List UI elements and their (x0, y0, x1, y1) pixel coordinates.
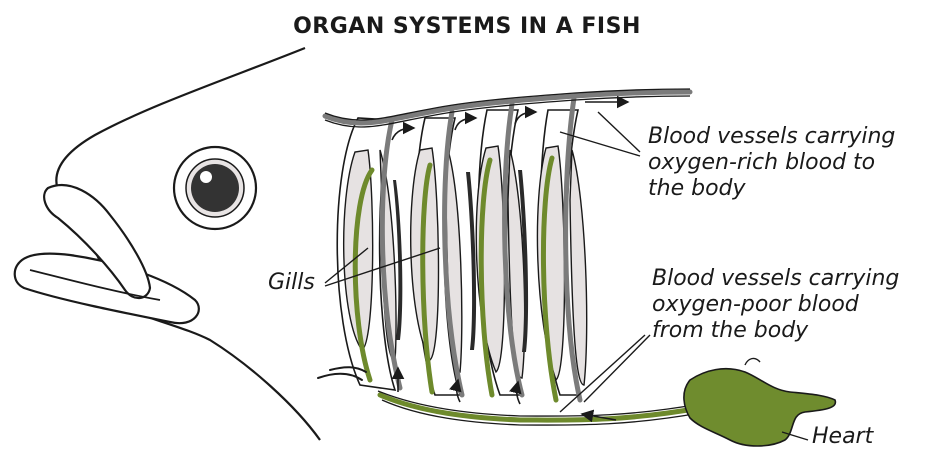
label-gills-text: Gills (268, 270, 315, 296)
arrow-top-3 (515, 112, 536, 124)
label-oxygen-poor-line-3: from the body (652, 318, 899, 344)
label-heart-text: Heart (812, 424, 873, 450)
eye-highlight (200, 171, 212, 183)
label-oxygen-rich-line-3: the body (648, 176, 895, 202)
label-oxygen-poor-line-2: oxygen-poor blood (652, 292, 899, 318)
leader-oxygen-poor-2 (584, 335, 650, 402)
label-gills: Gills (268, 270, 315, 296)
diagram-title: ORGAN SYSTEMS IN A FISH (0, 14, 934, 39)
arrow-top-2 (455, 118, 476, 130)
label-oxygen-poor-vessels: Blood vessels carrying oxygen-poor blood… (652, 266, 899, 344)
arrow-top-1 (392, 128, 414, 140)
label-oxygen-poor-line-1: Blood vessels carrying (652, 266, 899, 292)
label-heart: Heart (812, 424, 873, 450)
label-oxygen-rich-line-2: oxygen-rich blood to (648, 150, 895, 176)
label-oxygen-rich-vessels: Blood vessels carrying oxygen-rich blood… (648, 124, 895, 202)
eye-pupil (191, 164, 239, 212)
label-oxygen-rich-line-1: Blood vessels carrying (648, 124, 895, 150)
